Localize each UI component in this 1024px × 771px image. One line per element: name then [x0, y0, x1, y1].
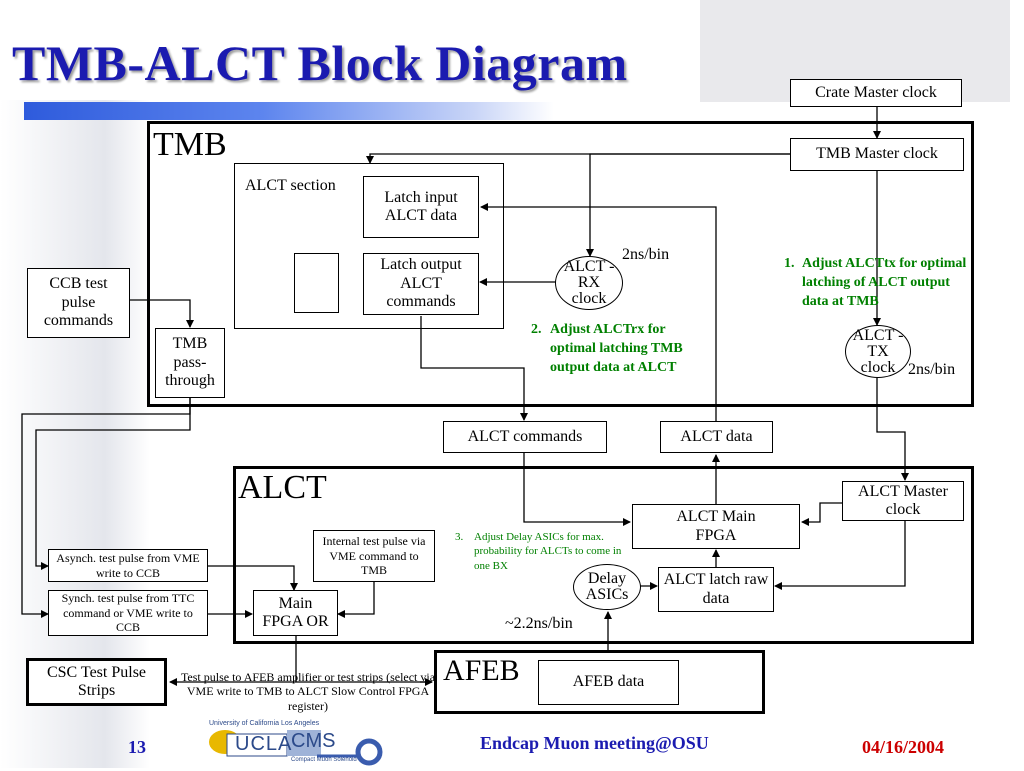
afeb-data-box: AFEB data	[538, 660, 679, 705]
sync-test-pulse-box: Synch. test pulse from TTC command or VM…	[48, 590, 208, 636]
alct-frame	[233, 466, 974, 644]
latch-input-box: Latch input ALCT data	[363, 176, 479, 238]
async-test-pulse-box: Asynch. test pulse from VME write to CCB	[48, 549, 208, 582]
afeb-label: AFEB	[443, 654, 520, 687]
note-1-text: Adjust ALCTtx for optimal latching of AL…	[802, 256, 967, 309]
csc-pulse-note: Test pulse to AFEB amplifier or test str…	[180, 670, 436, 713]
csc-test-pulse-strips-box: CSC Test Pulse Strips	[26, 658, 167, 706]
alct-master-clock-box: ALCT Master clock	[842, 481, 964, 521]
note-2-text: Adjust ALCTrx for optimal latching TMB o…	[550, 322, 683, 375]
meeting-label: Endcap Muon meeting@OSU	[480, 733, 709, 753]
ucla-text: UCLA	[235, 733, 293, 755]
note-1-number: 1.	[784, 256, 795, 271]
tmb-label: TMB	[153, 126, 227, 163]
alct-main-fpga-box: ALCT Main FPGA	[632, 504, 800, 549]
ucla-cms-logo-graphic	[209, 730, 383, 766]
note-3-number: 3.	[455, 531, 464, 543]
page-number: 13	[128, 737, 146, 757]
blank-register-box	[294, 253, 339, 313]
tmb-master-clock-box: TMB Master clock	[790, 138, 964, 171]
alct-rx-clock-ellipse: ALCT -RX clock	[555, 256, 623, 310]
delay-asics-ellipse: Delay ASICs	[573, 564, 641, 610]
cms-subtitle-text: Compact Muon Solenoid	[291, 757, 357, 763]
title-underline-bar	[24, 102, 554, 120]
alct-commands-box: ALCT commands	[443, 421, 607, 453]
tmb-frame	[147, 121, 974, 407]
alct-section-frame	[234, 163, 504, 329]
ucla-cms-logo: University of California Los Angeles UCL…	[205, 720, 385, 766]
cms-text: CMS	[291, 730, 336, 752]
crate-master-clock-box: Crate Master clock	[790, 79, 962, 107]
note-2-number: 2.	[531, 322, 542, 337]
main-fpga-or-box: Main FPGA OR	[253, 590, 338, 636]
alct-section-label: ALCT section	[245, 177, 336, 194]
rx-bin-label: 2ns/bin	[622, 246, 670, 263]
internal-test-pulse-box: Internal test pulse via VME command to T…	[313, 530, 435, 582]
alct-data-box: ALCT data	[660, 421, 773, 453]
tx-bin-label: 2ns/bin	[908, 361, 956, 378]
latch-output-box: Latch output ALCT commands	[363, 253, 479, 315]
left-gradient-band	[0, 100, 150, 768]
note-3-text: Adjust Delay ASICs for max. probability …	[474, 531, 622, 572]
page-title: TMB-ALCT Block Diagram	[12, 35, 628, 91]
delay-bin-label: ~2.2ns/bin	[505, 615, 573, 632]
afeb-frame	[434, 650, 765, 714]
date-label: 04/16/2004	[862, 737, 945, 757]
alct-latch-raw-data-box: ALCT latch raw data	[658, 567, 774, 612]
alct-tx-clock-ellipse: ALCT -TX clock	[845, 325, 911, 378]
ccb-test-pulse-box: CCB test pulse commands	[27, 268, 130, 338]
alct-label: ALCT	[238, 469, 327, 506]
ucla-university-text: University of California Los Angeles	[209, 720, 320, 727]
tmb-pass-through-box: TMB pass-through	[155, 328, 225, 398]
